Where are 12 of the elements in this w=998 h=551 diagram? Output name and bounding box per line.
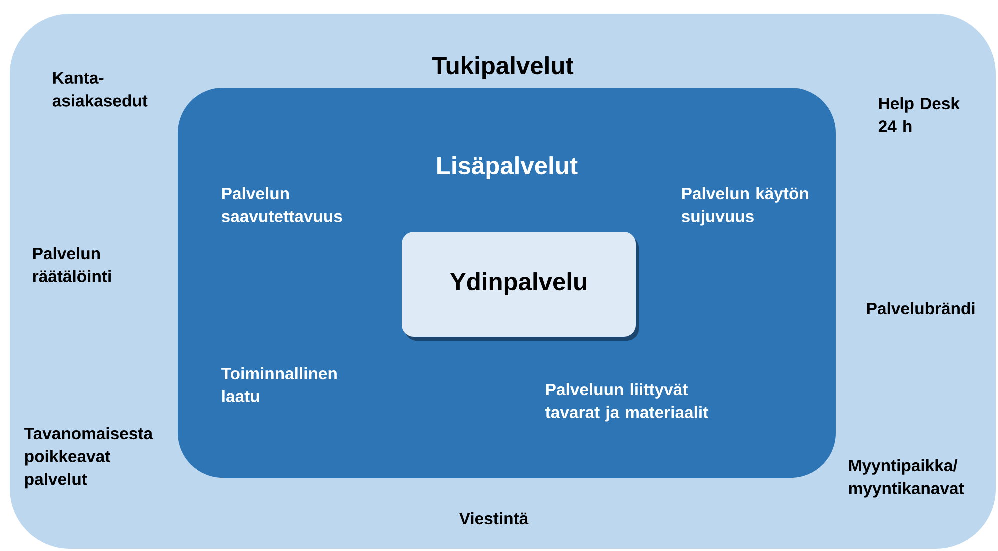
service-label: Palvelun saavutettavuus bbox=[222, 187, 342, 222]
service-label: Palvelun räätälöinti bbox=[33, 247, 111, 282]
service-label: Toiminnallinen laatu bbox=[222, 367, 337, 402]
core-box: Ydinpalvelu bbox=[402, 232, 639, 341]
service-label: Palveluun liittyvät tavarat ja materiaalit bbox=[546, 383, 708, 422]
service-label: Palvelun käytön sujuvuus bbox=[682, 187, 808, 226]
service-label: Tavanomaisesta poikkeavat palvelut bbox=[24, 427, 154, 489]
service-label: Help Desk 24 h bbox=[878, 97, 960, 132]
service-label: Viestintä bbox=[459, 512, 529, 525]
service-label: Palvelubrändi bbox=[867, 302, 975, 315]
service-label: Kanta-asiakasedut bbox=[52, 72, 148, 107]
service-label: Myyntipaikka/ myyntikanavat bbox=[849, 459, 964, 498]
